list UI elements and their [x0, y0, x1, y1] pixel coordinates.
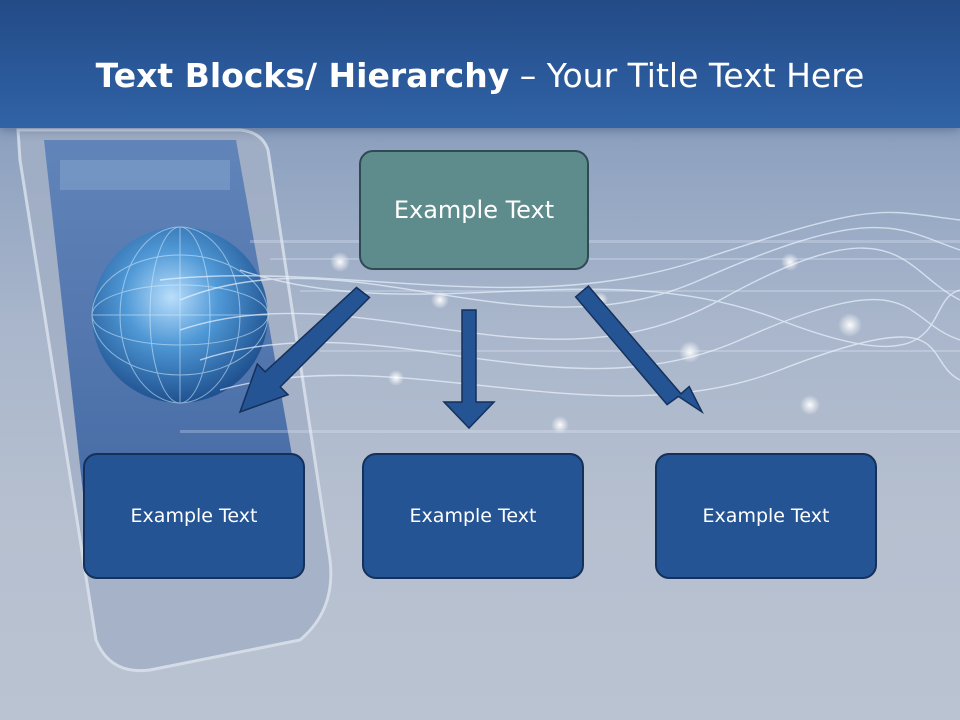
child-node-left: Example Text — [83, 453, 305, 579]
child-node-center: Example Text — [362, 453, 584, 579]
child-node-label: Example Text — [702, 505, 830, 527]
child-node-label: Example Text — [409, 505, 537, 527]
title-rest: – Your Title Text Here — [509, 56, 865, 95]
title-bar — [0, 0, 960, 128]
arrow-right — [574, 285, 704, 415]
arrow-left — [238, 286, 371, 414]
slide-title: Text Blocks/ Hierarchy – Your Title Text… — [0, 54, 960, 98]
arrow-center — [442, 309, 496, 430]
top-node-label: Example Text — [393, 196, 555, 224]
title-bold: Text Blocks/ Hierarchy — [95, 56, 510, 95]
child-node-label: Example Text — [130, 505, 258, 527]
child-node-right: Example Text — [655, 453, 877, 579]
top-node: Example Text — [359, 150, 589, 270]
